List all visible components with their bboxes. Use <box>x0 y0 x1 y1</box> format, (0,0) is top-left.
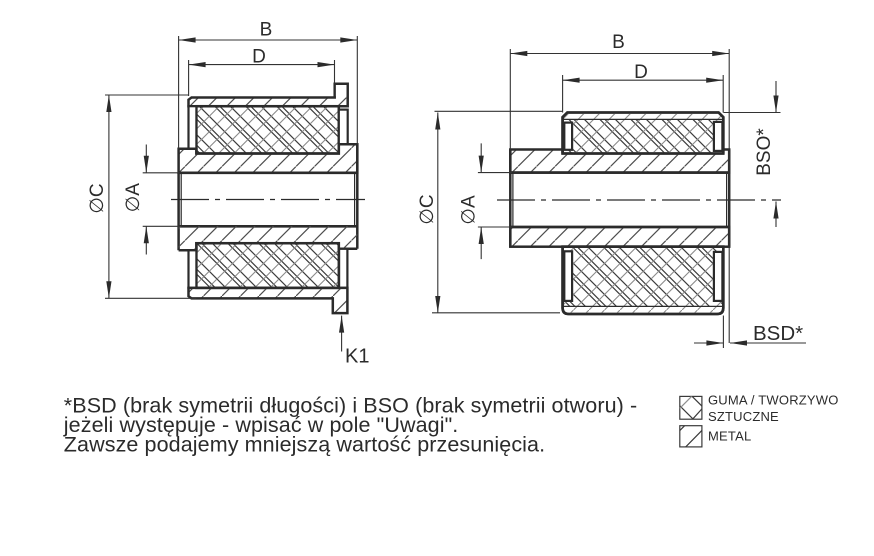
svg-text:B: B <box>260 20 273 41</box>
svg-text:∅C: ∅C <box>87 183 108 213</box>
svg-text:∅A: ∅A <box>123 183 144 213</box>
svg-text:jeżeli występuje - wpisać w po: jeżeli występuje - wpisać w pole "Uwagi"… <box>63 413 459 437</box>
svg-text:D: D <box>634 62 648 83</box>
svg-text:GUMA / TWORZYWO: GUMA / TWORZYWO <box>708 393 839 408</box>
svg-text:*BSD (brak symetrii długości): *BSD (brak symetrii długości) i BSO (bra… <box>64 394 637 418</box>
svg-text:BSO*: BSO* <box>754 128 775 176</box>
svg-text:BSD*: BSD* <box>753 322 803 345</box>
svg-text:D: D <box>252 47 266 68</box>
svg-text:K1: K1 <box>345 346 369 368</box>
svg-text:Zawsze podajemy mniejszą warto: Zawsze podajemy mniejszą wartość przesun… <box>64 433 545 457</box>
svg-text:∅A: ∅A <box>459 195 480 225</box>
svg-text:SZTUCZNE: SZTUCZNE <box>708 409 779 424</box>
svg-text:B: B <box>612 32 625 53</box>
svg-text:METAL: METAL <box>708 429 751 444</box>
svg-text:∅C: ∅C <box>417 194 438 224</box>
